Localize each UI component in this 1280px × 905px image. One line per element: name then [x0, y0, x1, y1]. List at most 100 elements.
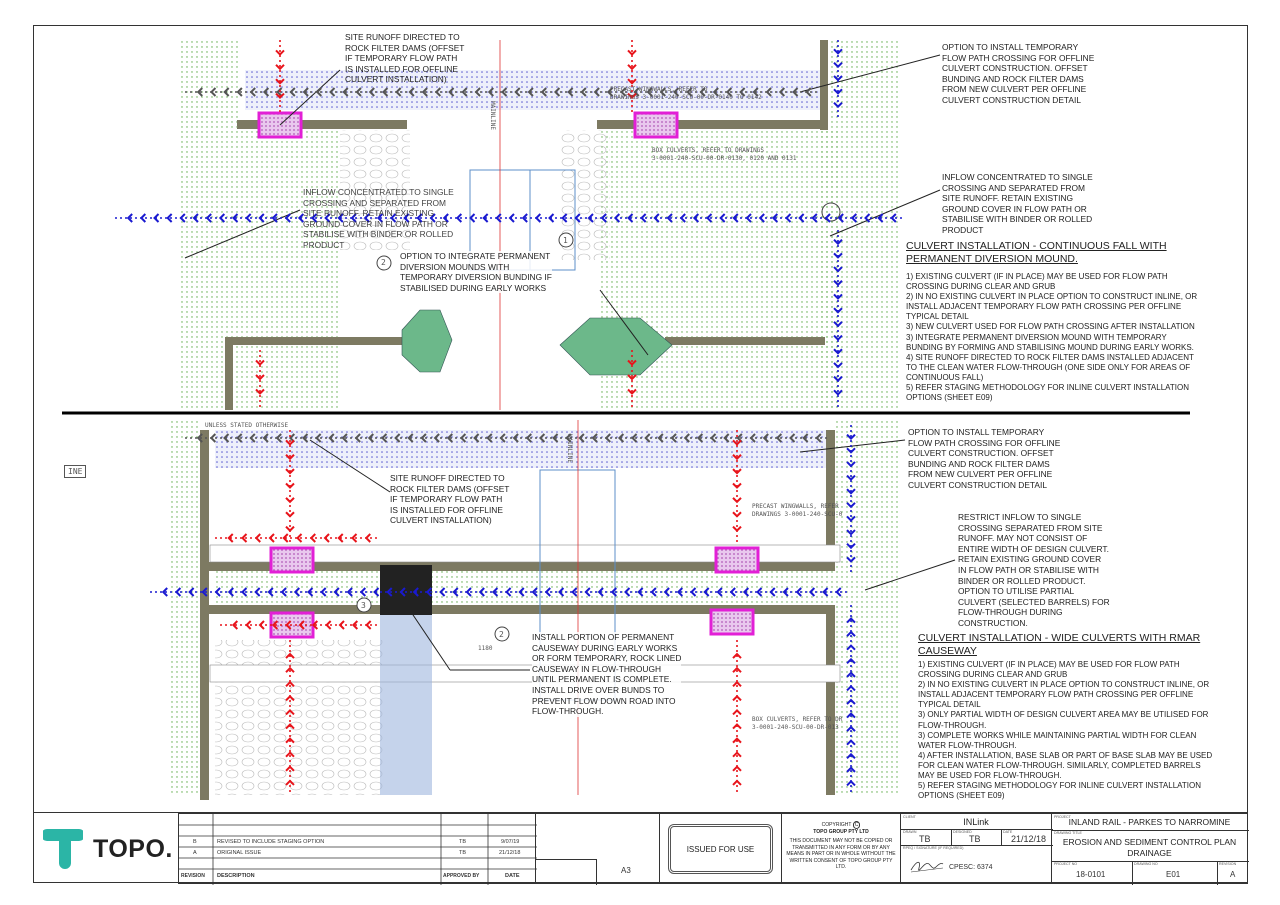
clean-water-arrow-icon — [571, 587, 578, 597]
site-runoff-arrow-icon — [231, 620, 239, 630]
flow-path-arrow-icon — [341, 433, 348, 443]
clean-water-arrow-icon — [403, 213, 410, 223]
flow-path-arrow-icon — [646, 87, 653, 97]
clean-water-arrow-icon — [692, 213, 700, 223]
flow-path-arrow-icon — [815, 433, 822, 443]
flow-path-arrow-icon — [382, 87, 389, 97]
flow-path-arrow-icon — [659, 87, 666, 97]
diversion-mound — [401, 309, 453, 373]
flow-path-arrow-icon — [315, 433, 322, 443]
clean-water-arrow-icon — [846, 712, 856, 719]
label-wingwalls-ref-bottom: DRAWINGS 3-0001-240-SCU-0 — [752, 511, 843, 518]
clean-water-arrow-icon — [584, 587, 591, 597]
site-runoff-arrow-icon — [351, 533, 358, 543]
clean-water-arrow-icon — [548, 213, 555, 223]
marker-circle — [494, 626, 510, 642]
clean-water-arrow-icon — [833, 321, 843, 328]
site-runoff-arrow-icon — [285, 439, 295, 446]
flow-path-arrow-icon — [778, 87, 786, 97]
drawing-no: E01 — [1166, 870, 1181, 879]
callout-diversion-mounds: OPTION TO INTEGRATE PERMANENT DIVERSION … — [400, 251, 552, 294]
flow-path-arrow-icon — [552, 433, 559, 443]
topo-logo-mark — [41, 829, 85, 869]
copyright-text: THIS DOCUMENT MAY NOT BE COPIED OR TRANS… — [786, 838, 896, 870]
sheet-size-cell: A3 — [535, 813, 660, 885]
title-block: TOPO. B REVISED TO INCLUDE STAGING OPTIO… — [33, 812, 1249, 885]
flow-path-arrow-icon — [501, 87, 508, 97]
label-wingwalls: PRECAST WINGWALLS, REFER TO — [610, 86, 708, 93]
clean-water-arrow-icon — [258, 213, 265, 223]
site-runoff-arrow-icon — [285, 468, 295, 475]
clean-water-arrow-icon — [610, 587, 617, 597]
rev-date: 9/07/19 — [501, 839, 520, 845]
site-runoff-arrow-icon — [627, 64, 637, 71]
flow-path-arrow-icon — [696, 433, 704, 443]
clean-water-arrow-icon — [703, 587, 710, 597]
site-runoff-arrow-icon — [296, 533, 303, 543]
clean-water-arrow-icon — [558, 587, 565, 597]
clean-water-arrow-icon — [729, 587, 736, 597]
site-runoff-arrow-icon — [732, 694, 742, 702]
site-runoff-arrow-icon — [255, 374, 265, 381]
flow-path-arrow-icon — [460, 433, 467, 443]
clean-water-arrow-icon — [241, 587, 248, 597]
callout-offline-crossing-bottom: OPTION TO INSTALL TEMPORARY FLOW PATH CR… — [908, 427, 1061, 490]
clean-water-arrow-icon — [245, 213, 252, 223]
clean-water-arrow-icon — [833, 238, 843, 246]
clean-water-arrow-icon — [742, 587, 750, 597]
clean-water-arrow-icon — [833, 252, 843, 259]
rev-description: REVISED TO INCLUDE STAGING OPTION — [217, 839, 325, 845]
site-runoff-arrow-icon — [285, 525, 295, 533]
note-line: 3) ONLY PARTIAL WIDTH OF DESIGN CULVERT … — [918, 710, 1209, 720]
site-runoff-arrow-icon — [282, 533, 289, 543]
clean-water-arrow-icon — [455, 213, 463, 223]
clean-water-arrow-icon — [771, 213, 779, 223]
flow-path-arrow-icon — [591, 433, 598, 443]
rock-filter-dam — [709, 608, 755, 636]
clean-water-flow-through — [215, 570, 835, 605]
clean-water-arrow-icon — [732, 213, 739, 223]
flow-path-arrow-icon — [342, 87, 349, 97]
clean-water-arrow-icon — [254, 587, 261, 597]
bund — [826, 430, 835, 570]
flow-path-arrow-icon — [486, 433, 493, 443]
site-runoff-arrow-icon — [227, 533, 234, 543]
flow-path-arrow-icon — [381, 433, 388, 443]
site-runoff-arrow-icon — [285, 620, 292, 630]
road — [209, 544, 841, 563]
flow-path-arrow-icon — [236, 87, 243, 97]
clean-water-arrow-icon — [307, 587, 314, 597]
flow-path-arrow-icon — [249, 87, 256, 97]
callout-inflow-left: INFLOW CONCENTRATED TO SINGLE CROSSING A… — [303, 187, 454, 250]
clean-water-arrow-icon — [337, 213, 344, 223]
site-runoff-arrow-icon — [285, 680, 295, 687]
clean-water-arrow-icon — [126, 213, 133, 223]
flow-path-arrow-icon — [499, 433, 506, 443]
clean-water-arrow-icon — [690, 587, 697, 597]
flow-path-arrow-icon — [606, 87, 614, 97]
flow-path-arrow-icon — [710, 433, 717, 443]
clean-water-arrow-icon — [205, 213, 212, 223]
note-line: 3) COMPLETE WORKS WHILE MAINTAINING PART… — [918, 730, 1197, 740]
flow-path-arrow-icon — [302, 87, 309, 97]
site-runoff-arrow-icon — [254, 533, 261, 543]
clean-water-arrow-icon — [613, 213, 621, 223]
clean-water-arrow-icon — [416, 213, 423, 223]
site-runoff-arrow-icon — [732, 779, 742, 786]
clean-water-arrow-icon — [521, 213, 528, 223]
flow-path-arrow-icon — [538, 433, 546, 443]
box-culvert — [529, 169, 576, 271]
site-runoff-arrow-icon — [732, 652, 742, 659]
flow-path-arrow-icon — [289, 87, 296, 97]
flow-path-arrow-icon — [686, 87, 693, 97]
bund — [200, 430, 209, 800]
clean-water-arrow-icon — [846, 447, 856, 454]
callout-site-runoff-top: SITE RUNOFF DIRECTED TO ROCK FILTER DAMS… — [345, 32, 465, 85]
revision-table: B REVISED TO INCLUDE STAGING OPTION TB 9… — [178, 813, 537, 885]
signature-image — [910, 861, 944, 873]
marker-circle — [558, 232, 574, 248]
clean-water-arrow-icon — [808, 587, 816, 597]
clean-water-arrow-icon — [350, 213, 357, 223]
clean-water-arrow-icon — [574, 213, 581, 223]
flow-path-arrow-icon — [554, 87, 561, 97]
